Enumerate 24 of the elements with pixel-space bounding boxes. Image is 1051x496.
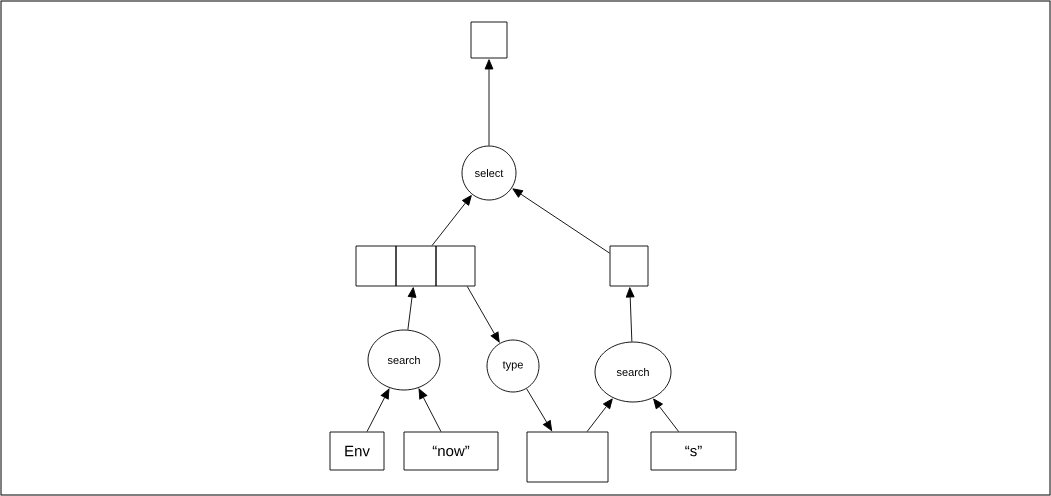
- circle-node: search: [594, 341, 672, 403]
- circle-node: type: [486, 339, 540, 393]
- arrow: [512, 188, 610, 254]
- arrow: [484, 59, 494, 146]
- arrow: [526, 388, 553, 431]
- arrow: [431, 195, 472, 246]
- circle-node: search: [367, 329, 441, 391]
- empty-box: [470, 21, 508, 59]
- arrow: [586, 398, 613, 432]
- arrow: [366, 388, 390, 432]
- empty-box: [609, 245, 649, 287]
- arrow: [653, 398, 680, 432]
- empty-box: [355, 245, 397, 287]
- box: Env: [329, 431, 385, 471]
- empty-box: [526, 431, 609, 483]
- box: “now”: [403, 431, 499, 471]
- box: “s”: [650, 431, 737, 471]
- arrow: [625, 287, 635, 342]
- arrow: [407, 287, 417, 331]
- empty-box: [395, 245, 437, 287]
- arrow: [418, 388, 442, 432]
- empty-box: [435, 245, 476, 287]
- circle-node: select: [461, 145, 517, 201]
- arrow: [466, 286, 500, 343]
